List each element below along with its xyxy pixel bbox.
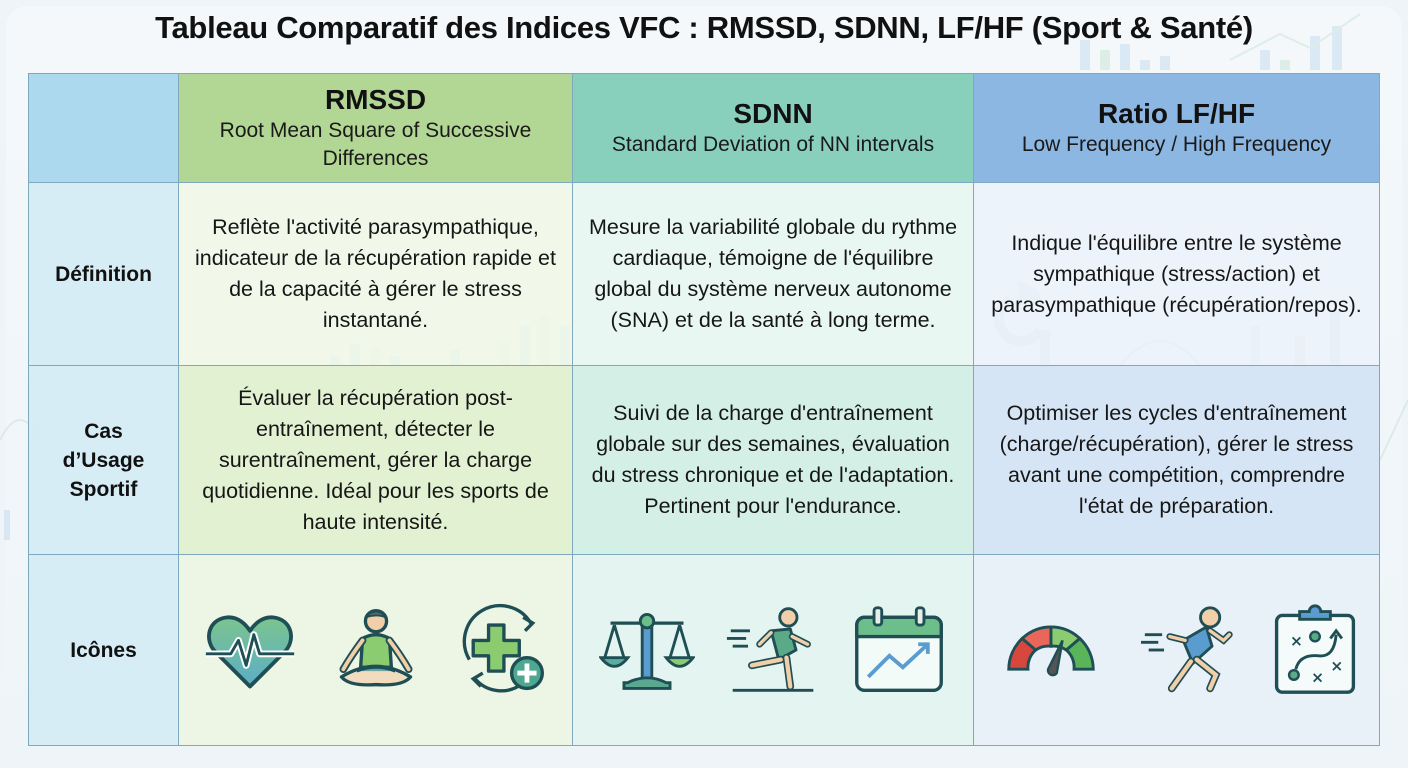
icons-rmssd-cell — [178, 554, 573, 746]
usage-ratio-cell: Optimiser les cycles d'entraînement (cha… — [973, 365, 1380, 555]
strategy-clipboard-icon: × × × — [1274, 604, 1355, 694]
balance-scale-icon — [599, 613, 695, 690]
icons-sdnn-cell — [572, 554, 974, 746]
column-subtitle: Standard Deviation of NN intervals — [611, 133, 935, 156]
column-subtitle: Root Mean Square of Successive Differenc… — [219, 119, 532, 170]
meditation-icon — [339, 608, 412, 687]
definition-ratio-cell: Indique l'équilibre entre le système sym… — [973, 182, 1380, 366]
icons-row: Icônes — [28, 554, 1380, 746]
icons-ratio-cell: × × × — [973, 554, 1380, 746]
recovery-cycle-icon — [462, 604, 544, 693]
svg-text:×: × — [1290, 632, 1303, 650]
header-corner-cell — [28, 73, 179, 183]
header-sdnn: SDNN Standard Deviation of NN intervals — [572, 73, 974, 183]
runner-icon — [726, 607, 814, 692]
gauge-icon — [1006, 625, 1095, 677]
heart-pulse-icon — [205, 615, 294, 689]
header-ratio-lf-hf: Ratio LF/HF Low Frequency / High Frequen… — [973, 73, 1380, 183]
svg-text:×: × — [1311, 669, 1324, 687]
comparison-table: RMSSD Root Mean Square of Successive Dif… — [28, 73, 1380, 746]
header-rmssd: RMSSD Root Mean Square of Successive Dif… — [178, 73, 573, 183]
row-label-usage: Cas d’Usage Sportif — [28, 365, 179, 555]
definition-rmssd-cell: Reflète l'activité parasympathique, indi… — [178, 182, 573, 366]
sprinter-icon — [1140, 606, 1233, 693]
definition-row: Définition Reflète l'activité parasympat… — [28, 182, 1380, 366]
definition-sdnn-cell: Mesure la variabilité globale du rythme … — [572, 182, 974, 366]
usage-rmssd-cell: Évaluer la récupération post-entraînemen… — [178, 365, 573, 555]
column-title: RMSSD — [324, 84, 427, 115]
page-title: Tableau Comparatif des Indices VFC : RMS… — [155, 10, 1253, 45]
column-title: SDNN — [733, 98, 813, 129]
usage-row: Cas d’Usage Sportif Évaluer la récupérat… — [28, 365, 1380, 555]
row-label-icons: Icônes — [28, 554, 179, 746]
svg-text:×: × — [1330, 657, 1343, 675]
column-subtitle: Low Frequency / High Frequency — [1021, 133, 1332, 156]
header-row: RMSSD Root Mean Square of Successive Dif… — [28, 73, 1380, 183]
calendar-trend-icon — [855, 606, 943, 692]
column-title: Ratio LF/HF — [1097, 98, 1256, 129]
usage-sdnn-cell: Suivi de la charge d'entraînement global… — [572, 365, 974, 555]
row-label-definition: Définition — [28, 182, 179, 366]
